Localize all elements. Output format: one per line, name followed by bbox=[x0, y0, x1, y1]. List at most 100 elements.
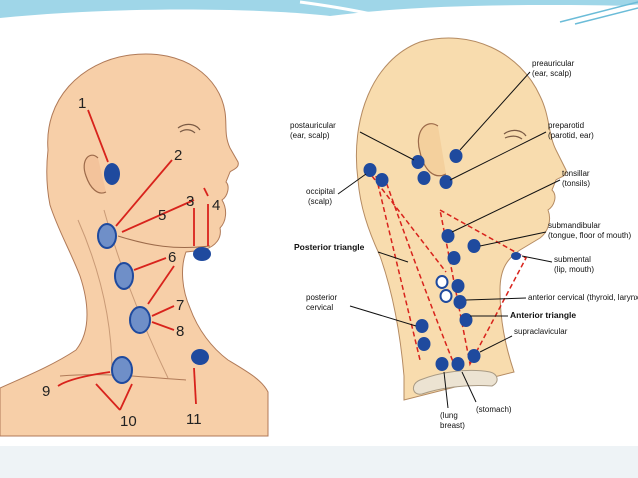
left-node-1 bbox=[104, 163, 120, 185]
left-ear bbox=[83, 154, 107, 194]
arrow-3 bbox=[121, 199, 195, 233]
arrow-11 bbox=[193, 367, 197, 405]
label-anterior-cervical: anterior cervical (thyroid, larynx) bbox=[528, 293, 638, 302]
leader-preauricular bbox=[459, 71, 531, 151]
left-neck-line bbox=[77, 219, 113, 373]
node-anterior-cervical-b bbox=[453, 295, 467, 309]
right-eye bbox=[503, 129, 527, 140]
number-6: 6 bbox=[168, 249, 176, 266]
arrow-1 bbox=[87, 109, 109, 163]
leader-submandibular bbox=[479, 231, 547, 247]
node-anterior-open-b bbox=[439, 289, 453, 303]
left-node-7 bbox=[191, 349, 209, 365]
label-anterior-triangle: Anterior triangle bbox=[510, 310, 576, 320]
label-submandibular: submandibular bbox=[548, 221, 601, 230]
left-node-4 bbox=[129, 306, 151, 334]
left-node-6 bbox=[111, 356, 133, 384]
label-preparotid: preparotid bbox=[548, 121, 584, 130]
label-occipital-sub: (scalp) bbox=[308, 197, 332, 206]
number-7: 7 bbox=[176, 297, 184, 314]
left-number-labels: 1 2 3 4 5 6 7 8 9 10 11 bbox=[42, 95, 220, 430]
header-band bbox=[0, 0, 638, 26]
label-lung-sub: breast) bbox=[440, 421, 465, 430]
number-3: 3 bbox=[186, 193, 194, 210]
arrow-6 bbox=[133, 257, 167, 271]
right-leader-lines bbox=[337, 71, 561, 409]
leader-postauricular bbox=[359, 131, 415, 161]
number-5: 5 bbox=[158, 207, 166, 224]
node-tonsillar bbox=[441, 229, 455, 243]
number-11: 11 bbox=[186, 411, 202, 428]
right-ear bbox=[417, 123, 447, 177]
right-clavicle bbox=[413, 369, 498, 395]
node-preauricular bbox=[449, 149, 463, 163]
node-anterior-cervical-c bbox=[459, 313, 473, 327]
node-supraclavicular-a bbox=[435, 357, 449, 371]
label-posterior-triangle: Posterior triangle bbox=[294, 242, 365, 252]
node-anterior-open-a bbox=[435, 275, 449, 289]
arrow-7 bbox=[151, 305, 175, 317]
label-occipital: occipital bbox=[306, 187, 335, 196]
number-10: 10 bbox=[120, 413, 137, 430]
arrow-9 bbox=[57, 371, 111, 387]
number-4: 4 bbox=[212, 197, 220, 214]
node-submandibular-b bbox=[447, 251, 461, 265]
label-posterior-cervical: posterior bbox=[306, 293, 337, 302]
left-eye bbox=[177, 123, 201, 134]
node-preparotid bbox=[439, 175, 453, 189]
leader-lung bbox=[443, 371, 449, 409]
left-lymph-nodes bbox=[97, 163, 211, 384]
node-postauricular-b bbox=[417, 171, 431, 185]
label-preauricular-sub: (ear, scalp) bbox=[532, 69, 572, 78]
left-node-2 bbox=[97, 223, 117, 249]
node-occipital-a bbox=[363, 163, 377, 177]
posterior-triangle-dashes bbox=[371, 175, 455, 365]
node-supraclavicular-b bbox=[451, 357, 465, 371]
number-2: 2 bbox=[174, 147, 182, 164]
leader-submental bbox=[521, 255, 553, 263]
left-arrows bbox=[57, 109, 209, 411]
label-preparotid-sub: (parotid, ear) bbox=[548, 131, 594, 140]
arrow-2 bbox=[115, 159, 173, 227]
leader-anterior-cervical bbox=[465, 297, 527, 301]
label-preauricular: preauricular bbox=[532, 59, 575, 68]
node-anterior-cervical-a bbox=[451, 279, 465, 293]
left-node-3 bbox=[114, 262, 134, 290]
left-node-5 bbox=[193, 247, 211, 261]
label-posterior-cervical-sub: cervical bbox=[306, 303, 333, 312]
number-9: 9 bbox=[42, 383, 50, 400]
right-lymph-nodes bbox=[363, 149, 521, 371]
leader-occipital bbox=[337, 173, 367, 195]
label-supraclavicular: supraclavicular bbox=[514, 327, 568, 336]
label-submandibular-sub: (tongue, floor of mouth) bbox=[548, 231, 631, 240]
right-head-silhouette bbox=[355, 37, 567, 401]
leader-stomach bbox=[461, 371, 477, 403]
node-submental bbox=[511, 252, 521, 260]
left-head-silhouette bbox=[0, 53, 269, 437]
node-supraclavicular-c bbox=[467, 349, 481, 363]
arrow-6b bbox=[147, 265, 175, 305]
label-submental-sub: (lip, mouth) bbox=[554, 265, 594, 274]
leader-supraclavicular bbox=[479, 335, 513, 353]
node-submandibular-a bbox=[467, 239, 481, 253]
node-posterior-cervical-b bbox=[417, 337, 431, 351]
node-occipital-b bbox=[375, 173, 389, 187]
label-tonsillar: tonsillar bbox=[562, 169, 590, 178]
label-stomach: (stomach) bbox=[476, 405, 512, 414]
leader-posterior-triangle bbox=[377, 251, 409, 263]
node-postauricular-a bbox=[411, 155, 425, 169]
number-8: 8 bbox=[176, 323, 184, 340]
right-head-illustration bbox=[355, 37, 567, 401]
node-posterior-cervical-a bbox=[415, 319, 429, 333]
label-postauricular: postauricular bbox=[290, 121, 336, 130]
label-submental: submental bbox=[554, 255, 591, 264]
leader-posterior-cervical bbox=[349, 305, 417, 327]
arrow-5 bbox=[203, 187, 209, 197]
leader-preparotid bbox=[449, 131, 547, 181]
label-postauricular-sub: (ear, scalp) bbox=[290, 131, 330, 140]
arrow-10 bbox=[95, 383, 133, 411]
left-jaw-line bbox=[117, 235, 211, 248]
number-1: 1 bbox=[78, 95, 86, 112]
left-head-illustration bbox=[0, 53, 269, 437]
